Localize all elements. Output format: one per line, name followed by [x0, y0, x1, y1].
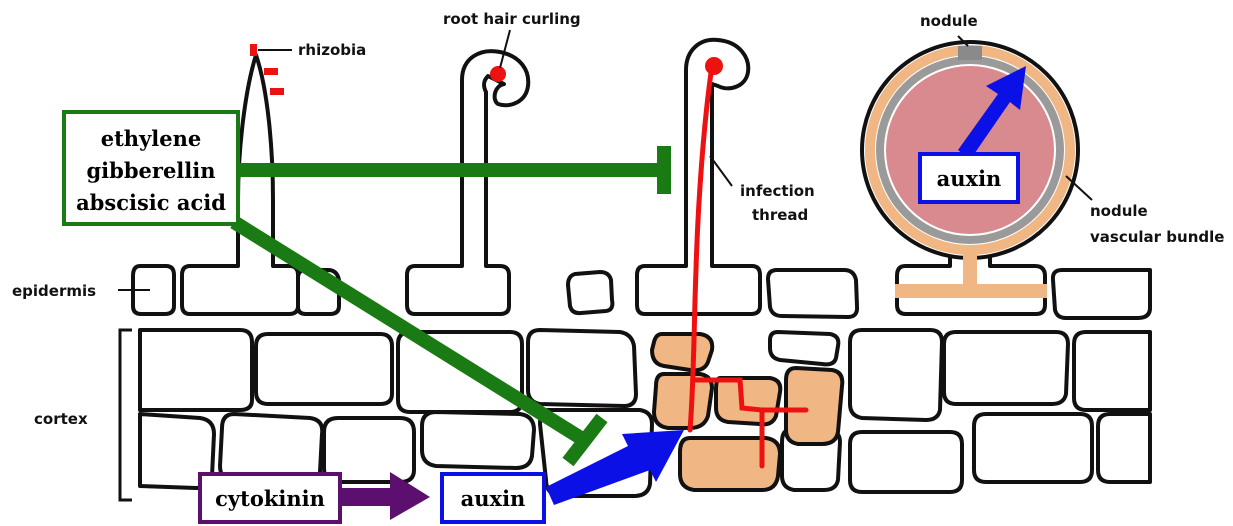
label-epidermis: epidermis: [12, 282, 96, 300]
dividing-cell: [652, 334, 712, 370]
nodule-vascular-bar: [895, 284, 1047, 298]
label-infection: infection: [740, 182, 815, 200]
auxin-box-nodule: auxin: [920, 154, 1018, 202]
cortex-cell: [850, 330, 942, 420]
cortex-cell: [770, 332, 838, 364]
epidermis-cell: [1053, 270, 1150, 318]
cytokinin-label: cytokinin: [215, 486, 325, 511]
rhizobium: [250, 44, 257, 56]
hormone-ethylene: ethylene: [101, 126, 202, 151]
cortex-cell: [256, 334, 392, 404]
hormone-abscisic-acid: abscisic acid: [76, 190, 226, 215]
hormone-box: ethylene gibberellin abscisic acid: [64, 112, 238, 224]
cortex-cell: [974, 414, 1092, 482]
nodule-vascular-top: [958, 46, 982, 60]
auxin-label-cortex: auxin: [461, 486, 526, 511]
dividing-cell: [716, 378, 780, 424]
rhizobium: [270, 88, 284, 95]
root-hair-cell-curled: [407, 51, 528, 314]
rhizobium-in-curl: [705, 57, 723, 75]
rhizobium: [264, 68, 278, 75]
label-nodule-vb-1: nodule: [1090, 202, 1148, 220]
cortex-cell: [1074, 332, 1150, 410]
dividing-cell: [680, 438, 780, 490]
auxin-label-nodule: auxin: [937, 166, 1002, 191]
label-rhizobia: rhizobia: [298, 41, 366, 59]
cortex-cell: [140, 330, 252, 410]
cortex-bracket: [120, 330, 132, 500]
hormone-gibberellin: gibberellin: [86, 158, 215, 183]
dividing-cell: [786, 368, 842, 444]
label-cortex: cortex: [34, 410, 88, 428]
cortex-cell: [422, 412, 534, 468]
cortex-cell: [528, 330, 636, 406]
cortex-cell: [944, 332, 1068, 404]
rhizobium-in-curl: [490, 66, 506, 82]
cortex-cell: [398, 332, 522, 412]
cortex-cell: [1098, 414, 1150, 482]
cytokinin-box: cytokinin: [200, 474, 340, 522]
label-root-hair-curling: root hair curling: [443, 10, 581, 28]
epidermis-cell: [568, 272, 612, 313]
auxin-box-cortex: auxin: [442, 474, 544, 522]
label-nodule-vb-2: vascular bundle: [1090, 228, 1224, 246]
label-nodule: nodule: [920, 12, 978, 30]
epidermis-cell: [768, 270, 857, 317]
cortex-cell: [850, 432, 962, 492]
label-thread: thread: [752, 206, 808, 224]
